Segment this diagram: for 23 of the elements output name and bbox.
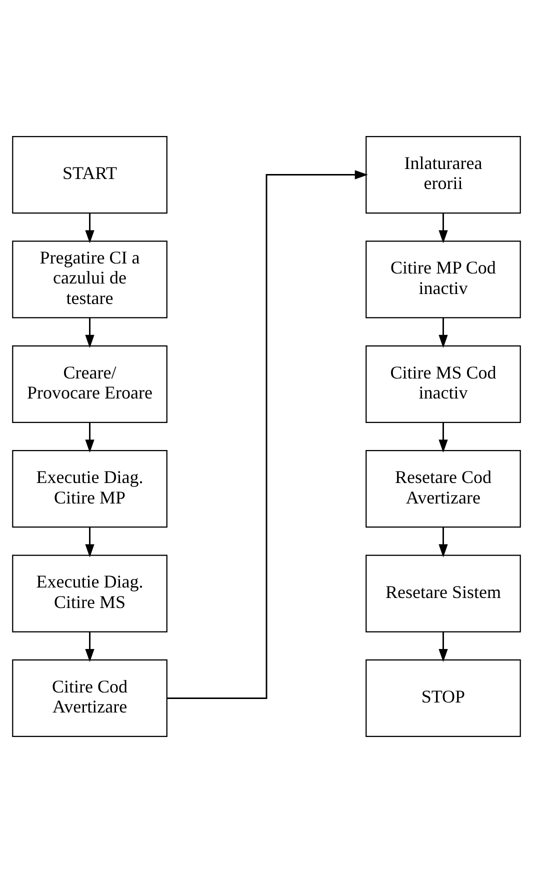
arrow xyxy=(438,422,448,452)
node-box: Creare/ Provocare Eroare xyxy=(12,344,168,422)
arrow xyxy=(85,317,94,348)
node-box: START xyxy=(12,135,168,214)
node-box: Executie Diag. Citire MS xyxy=(12,554,168,632)
arrow xyxy=(438,526,448,557)
node-box: Resetare Cod Avertizare xyxy=(366,450,521,528)
node-box: Executie Diag. Citire MP xyxy=(12,450,168,528)
arrow xyxy=(438,631,448,662)
arrow xyxy=(167,170,368,698)
node-box: STOP xyxy=(366,658,521,737)
arrow xyxy=(438,317,448,348)
node-box: Citire MS Cod inactiv xyxy=(366,344,521,422)
arrow xyxy=(85,212,94,243)
node-box: Citire Cod Avertizare xyxy=(12,658,168,737)
node-box: Inlaturarea erorii xyxy=(366,135,521,214)
node-box: Citire MP Cod inactiv xyxy=(366,240,521,318)
node-box: Pregatire CI a cazului de testare xyxy=(12,240,168,318)
node-box: Resetare Sistem xyxy=(366,554,521,632)
arrow xyxy=(438,212,448,243)
arrow xyxy=(85,631,94,662)
arrow xyxy=(85,526,94,557)
arrow xyxy=(85,422,94,452)
